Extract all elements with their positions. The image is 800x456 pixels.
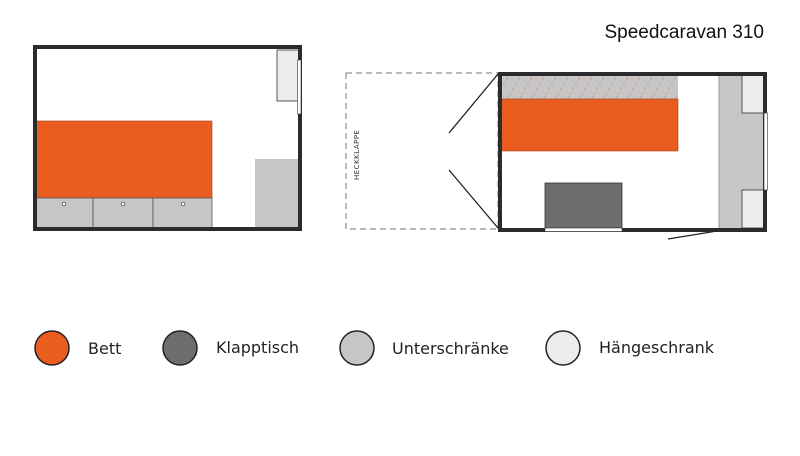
side-view [33,45,302,231]
bed [499,98,679,152]
bed [35,120,213,199]
title: Speedcaravan 310 [604,22,764,43]
legend-swatch-haengeschrank [545,330,581,366]
window [297,59,302,115]
legend-label-bett: Bett [88,339,121,358]
legend-swatch-bett [34,330,70,366]
legend-label-haengeschrank: Hängeschrank [599,338,715,357]
legend: Bett Klapptisch Unterschränke Hängeschra… [34,330,715,366]
knob-icon [180,201,186,207]
legend-swatch-unterschraenke [339,330,375,366]
outer-wall [33,45,302,231]
legend-swatch-klapptisch [162,330,198,366]
top-view: HECKKLAPPE [345,72,768,240]
knob-icon [61,201,67,207]
window [763,112,768,191]
knob-icon [120,201,126,207]
legend-label-unterschraenke: Unterschränke [392,339,509,358]
hanging-cabinet [276,49,300,102]
door-opening [544,227,623,232]
door-swing [667,230,718,240]
hanging-cabinet [741,189,765,229]
legend-label-klapptisch: Klapptisch [216,338,299,357]
tailgate-label: HECKKLAPPE [353,130,361,180]
hatched-bed-extension [500,75,678,99]
folding-table [544,182,623,229]
hanging-cabinet [741,74,765,114]
under-cabinet [255,159,298,228]
tailgate-outline [345,72,499,230]
